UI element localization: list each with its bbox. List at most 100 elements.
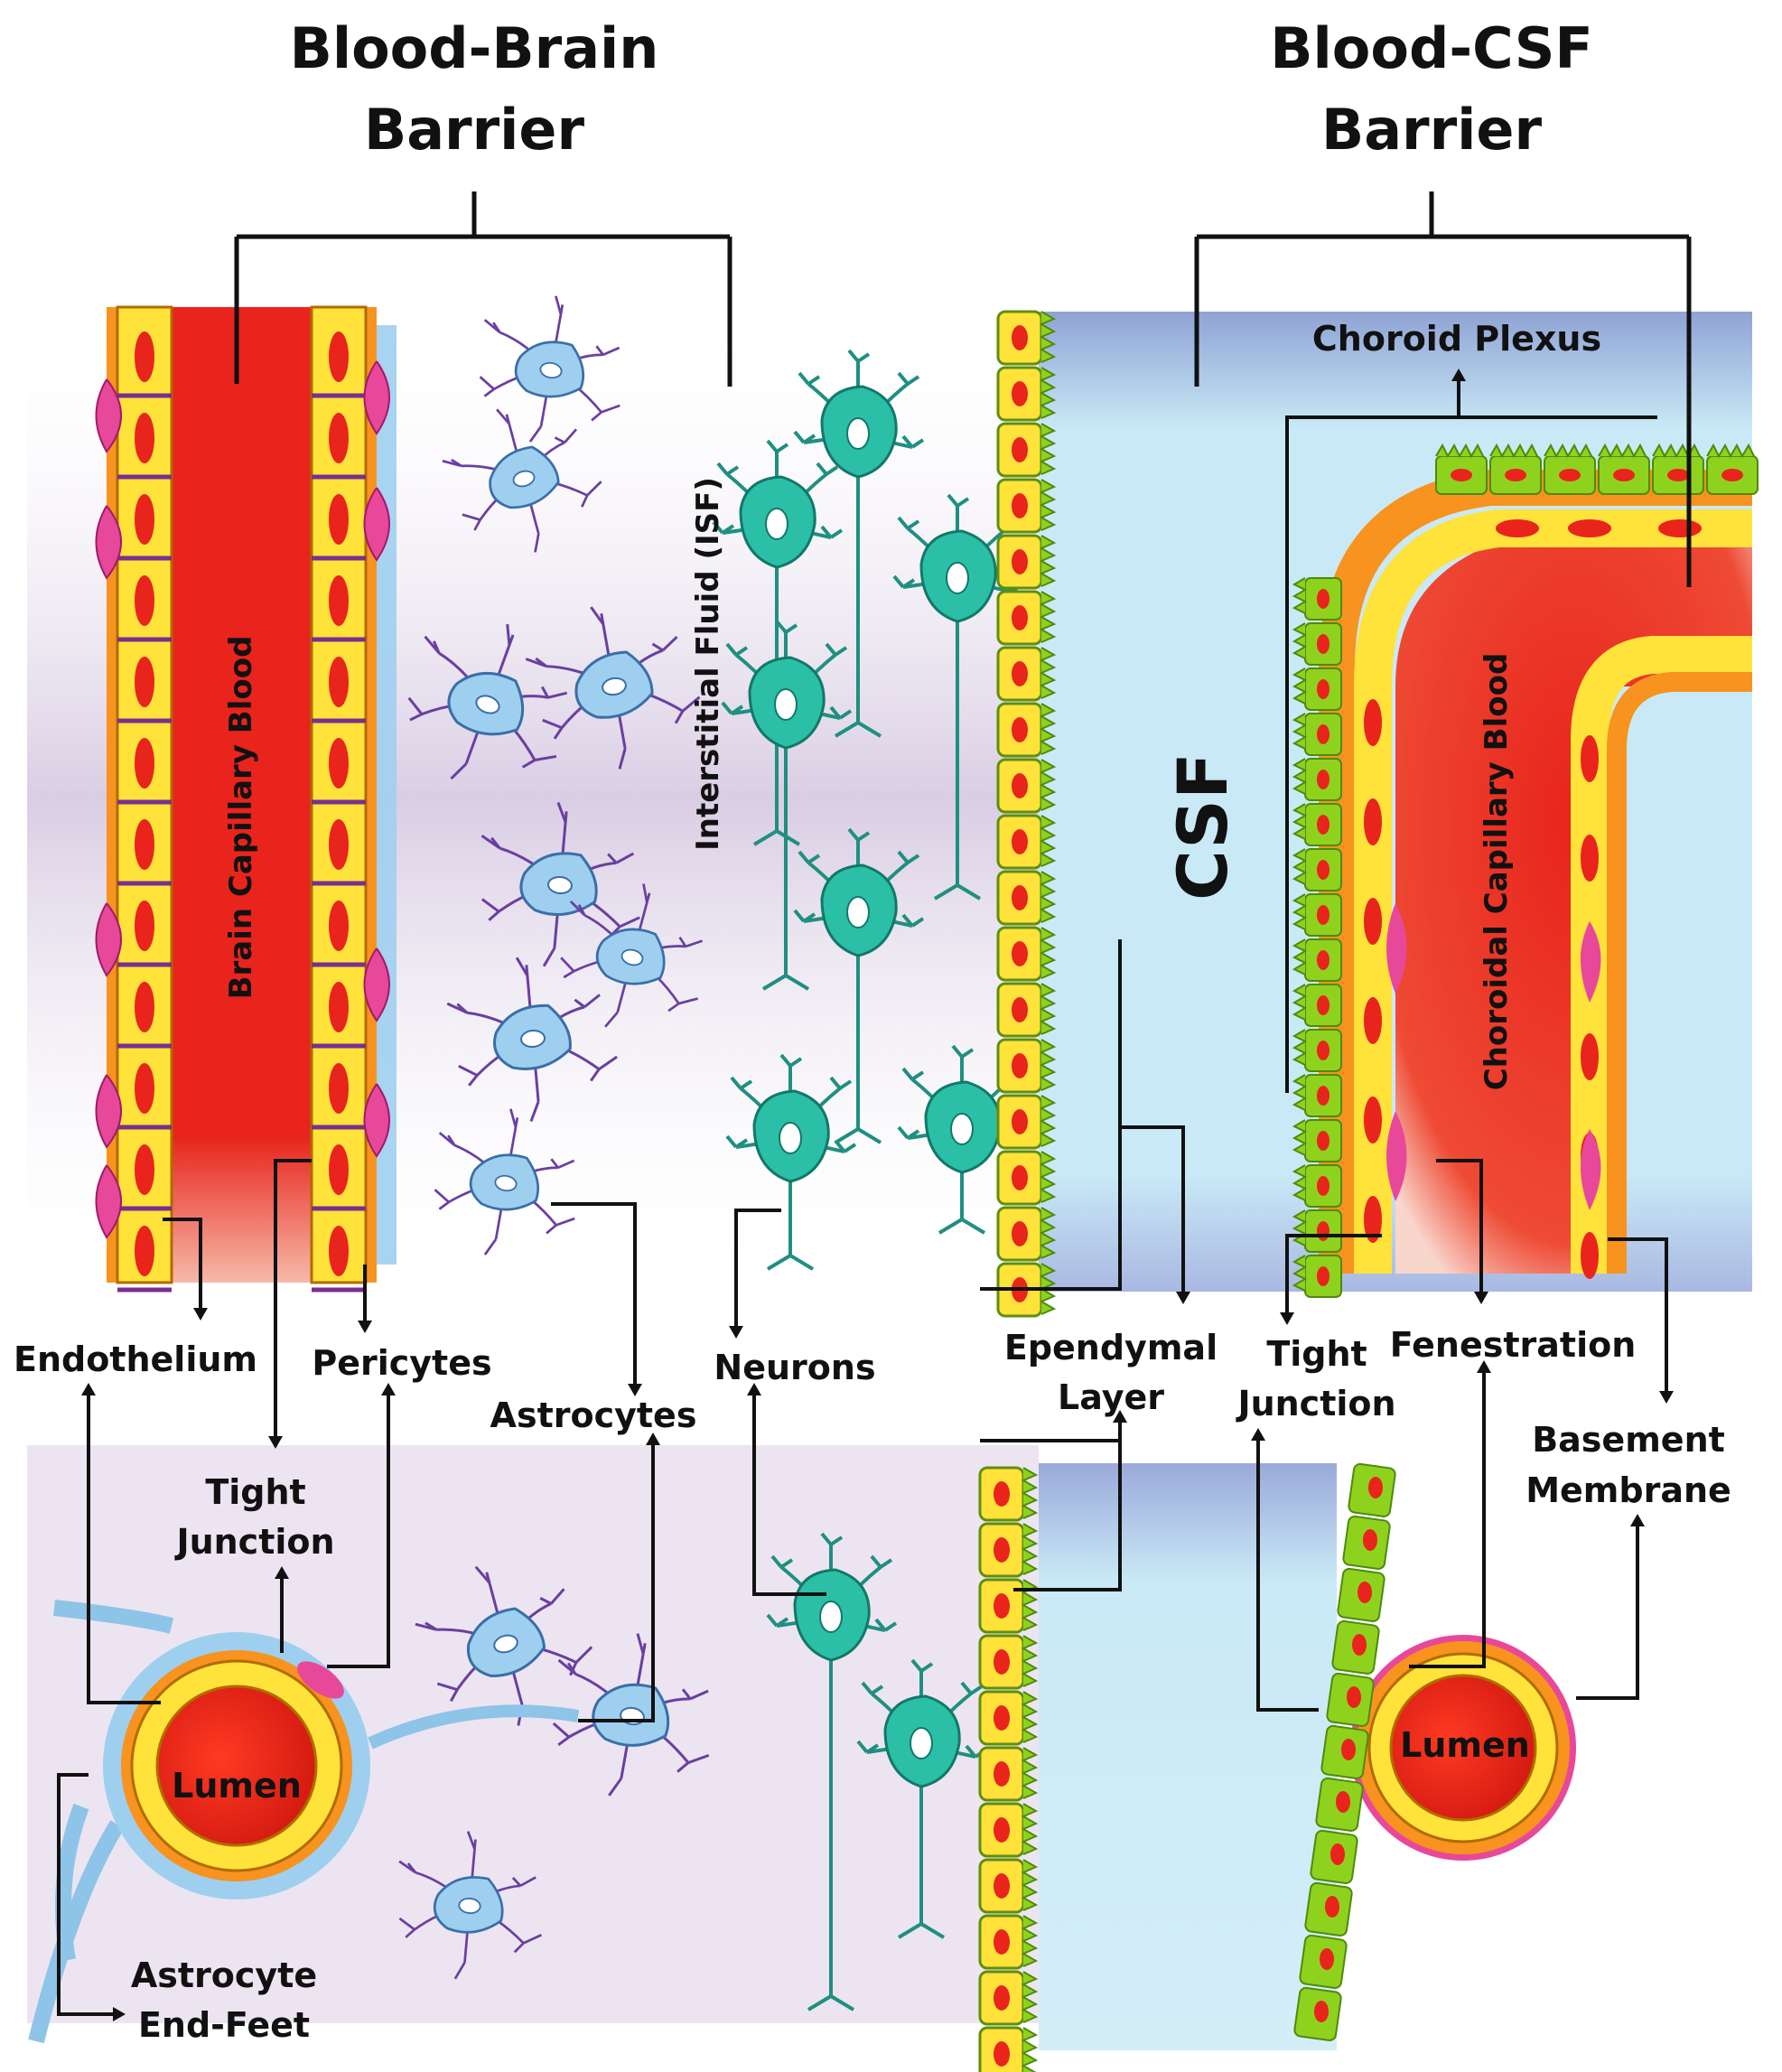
cilia: [1021, 2027, 1039, 2072]
neurons-label: Neurons: [714, 1348, 875, 1387]
tight-junction-right-line1: Tight: [1266, 1334, 1367, 1374]
cilia: [1021, 1803, 1039, 1855]
endothelial-nucleus: [329, 738, 349, 789]
pointer-line: [980, 939, 1122, 1291]
ependymal-label-line1: Ependymal: [1004, 1328, 1218, 1367]
astrocyte: [446, 957, 618, 1123]
ependymal-layer-bottom: [978, 1466, 1039, 2072]
ependymal-nucleus: [1012, 1221, 1028, 1246]
ependymal-label-line2: Layer: [1058, 1377, 1164, 1417]
pericyte: [1581, 921, 1601, 1003]
cilia: [1021, 1467, 1039, 1519]
titles: Blood-Brain Barrier Blood-CSF Barrier: [290, 15, 1593, 163]
pericyte: [95, 1164, 122, 1239]
cilia: [1021, 1859, 1039, 1911]
ependymal-nucleus: [1012, 493, 1028, 518]
pointer-arrowhead: [275, 1566, 289, 1579]
tight-junction-left-line2: Junction: [173, 1522, 334, 1562]
endothelial-cells: [95, 331, 390, 1293]
label-pointers: [57, 939, 1674, 2021]
cilia: [1021, 1635, 1039, 1687]
choroid-endothelial-nucleus: [1581, 1232, 1599, 1279]
neuron: [793, 827, 925, 1144]
choroid-epithelial-nucleus: [1317, 950, 1330, 970]
pointer-arrowhead: [1659, 1391, 1674, 1404]
choroid-epithelial-nucleus: [1341, 1739, 1356, 1760]
choroid-cross-section: [1350, 1635, 1576, 1861]
bcsf-title-line1: Blood-CSF: [1270, 15, 1592, 81]
microvilli: [1706, 443, 1755, 459]
microvilli: [1292, 1119, 1308, 1156]
endothelium-label: Endothelium: [14, 1339, 257, 1379]
choroid-cells: [1364, 519, 1702, 1279]
pointer-arrowhead: [747, 1383, 761, 1395]
pointer-line: [163, 1218, 202, 1308]
astrocyte: [480, 801, 640, 967]
cilia: [1021, 1915, 1039, 1967]
ependymal-nucleus: [994, 1649, 1010, 1675]
choroid-epithelial-nucleus: [1451, 469, 1472, 481]
neuron: [725, 1053, 857, 1271]
cilia: [1039, 1207, 1057, 1259]
neuron: [856, 1658, 988, 1939]
astrocyte: [407, 623, 568, 780]
bbb-title-line1: Blood-Brain: [290, 15, 659, 81]
ependymal-nucleus: [994, 1593, 1010, 1619]
cilia: [1021, 1971, 1039, 2023]
endothelial-nucleus: [135, 1063, 154, 1114]
astrocyte-nucleus: [475, 695, 500, 714]
endothelial-nucleus: [329, 494, 349, 545]
pericyte: [363, 360, 390, 435]
endothelial-nucleus: [135, 738, 154, 789]
choroid-epithelial-nucleus: [1320, 1948, 1334, 1970]
pointer-line: [1576, 1526, 1639, 1700]
choroid-endothelial-nucleus: [1364, 1097, 1382, 1143]
choroid-epithelial-nucleus: [1357, 1582, 1372, 1603]
endothelial-nucleus: [329, 1144, 349, 1195]
endothelial-nucleus: [329, 982, 349, 1032]
pericyte: [363, 947, 390, 1022]
pointer-arrowhead: [1474, 1292, 1488, 1304]
neurons-group: [712, 349, 1029, 2011]
cilia: [1039, 703, 1057, 755]
pointer-line: [551, 1202, 637, 1384]
lumen-right-label: Lumen: [1400, 1725, 1530, 1765]
pointer-line: [1256, 1441, 1319, 1712]
neuron-axon: [766, 1174, 815, 1271]
choroid-epithelial-nucleus: [1317, 860, 1330, 880]
cilia: [1039, 983, 1057, 1035]
choroid-epithelial-nucleus: [1363, 1529, 1377, 1551]
cilia: [1021, 1523, 1039, 1575]
astrocyte: [525, 606, 701, 770]
ependymal-nucleus: [994, 1761, 1010, 1787]
cilia: [1039, 311, 1057, 363]
neuron-nucleus: [819, 1601, 843, 1633]
pericyte: [363, 487, 390, 562]
choroid-endothelial-nucleus: [1658, 519, 1702, 537]
cilia: [1039, 815, 1057, 867]
astrocyte-nucleus: [494, 1174, 518, 1192]
choroidal-capillary-blood-label: Choroidal Capillary Blood: [1479, 653, 1515, 1091]
cilia: [1039, 591, 1057, 643]
ependymal-nucleus: [1012, 381, 1028, 406]
pointer-arrowhead: [1477, 1360, 1491, 1373]
neuron-axon: [761, 741, 810, 991]
interstitial-fluid-label: Interstitial Fluid (ISF): [690, 477, 726, 851]
pointer-line: [1409, 1373, 1486, 1668]
astrocyte: [552, 1633, 710, 1797]
neuron: [793, 349, 925, 738]
pointer-line: [1120, 1125, 1185, 1292]
cilia: [1039, 927, 1057, 979]
choroid-epithelial-nucleus: [1317, 905, 1330, 925]
neuron-nucleus: [774, 688, 798, 721]
basement-membrane-line1: Basement: [1532, 1420, 1725, 1460]
ependymal-nucleus: [1012, 1053, 1028, 1078]
pointer-line: [578, 1445, 655, 1722]
microvilli: [1292, 713, 1308, 750]
neuron-nucleus: [846, 417, 870, 450]
neuron-axon: [807, 1653, 855, 2011]
ependymal-nucleus: [1012, 885, 1028, 910]
endothelial-nucleus: [135, 494, 154, 545]
pericyte: [95, 378, 122, 453]
